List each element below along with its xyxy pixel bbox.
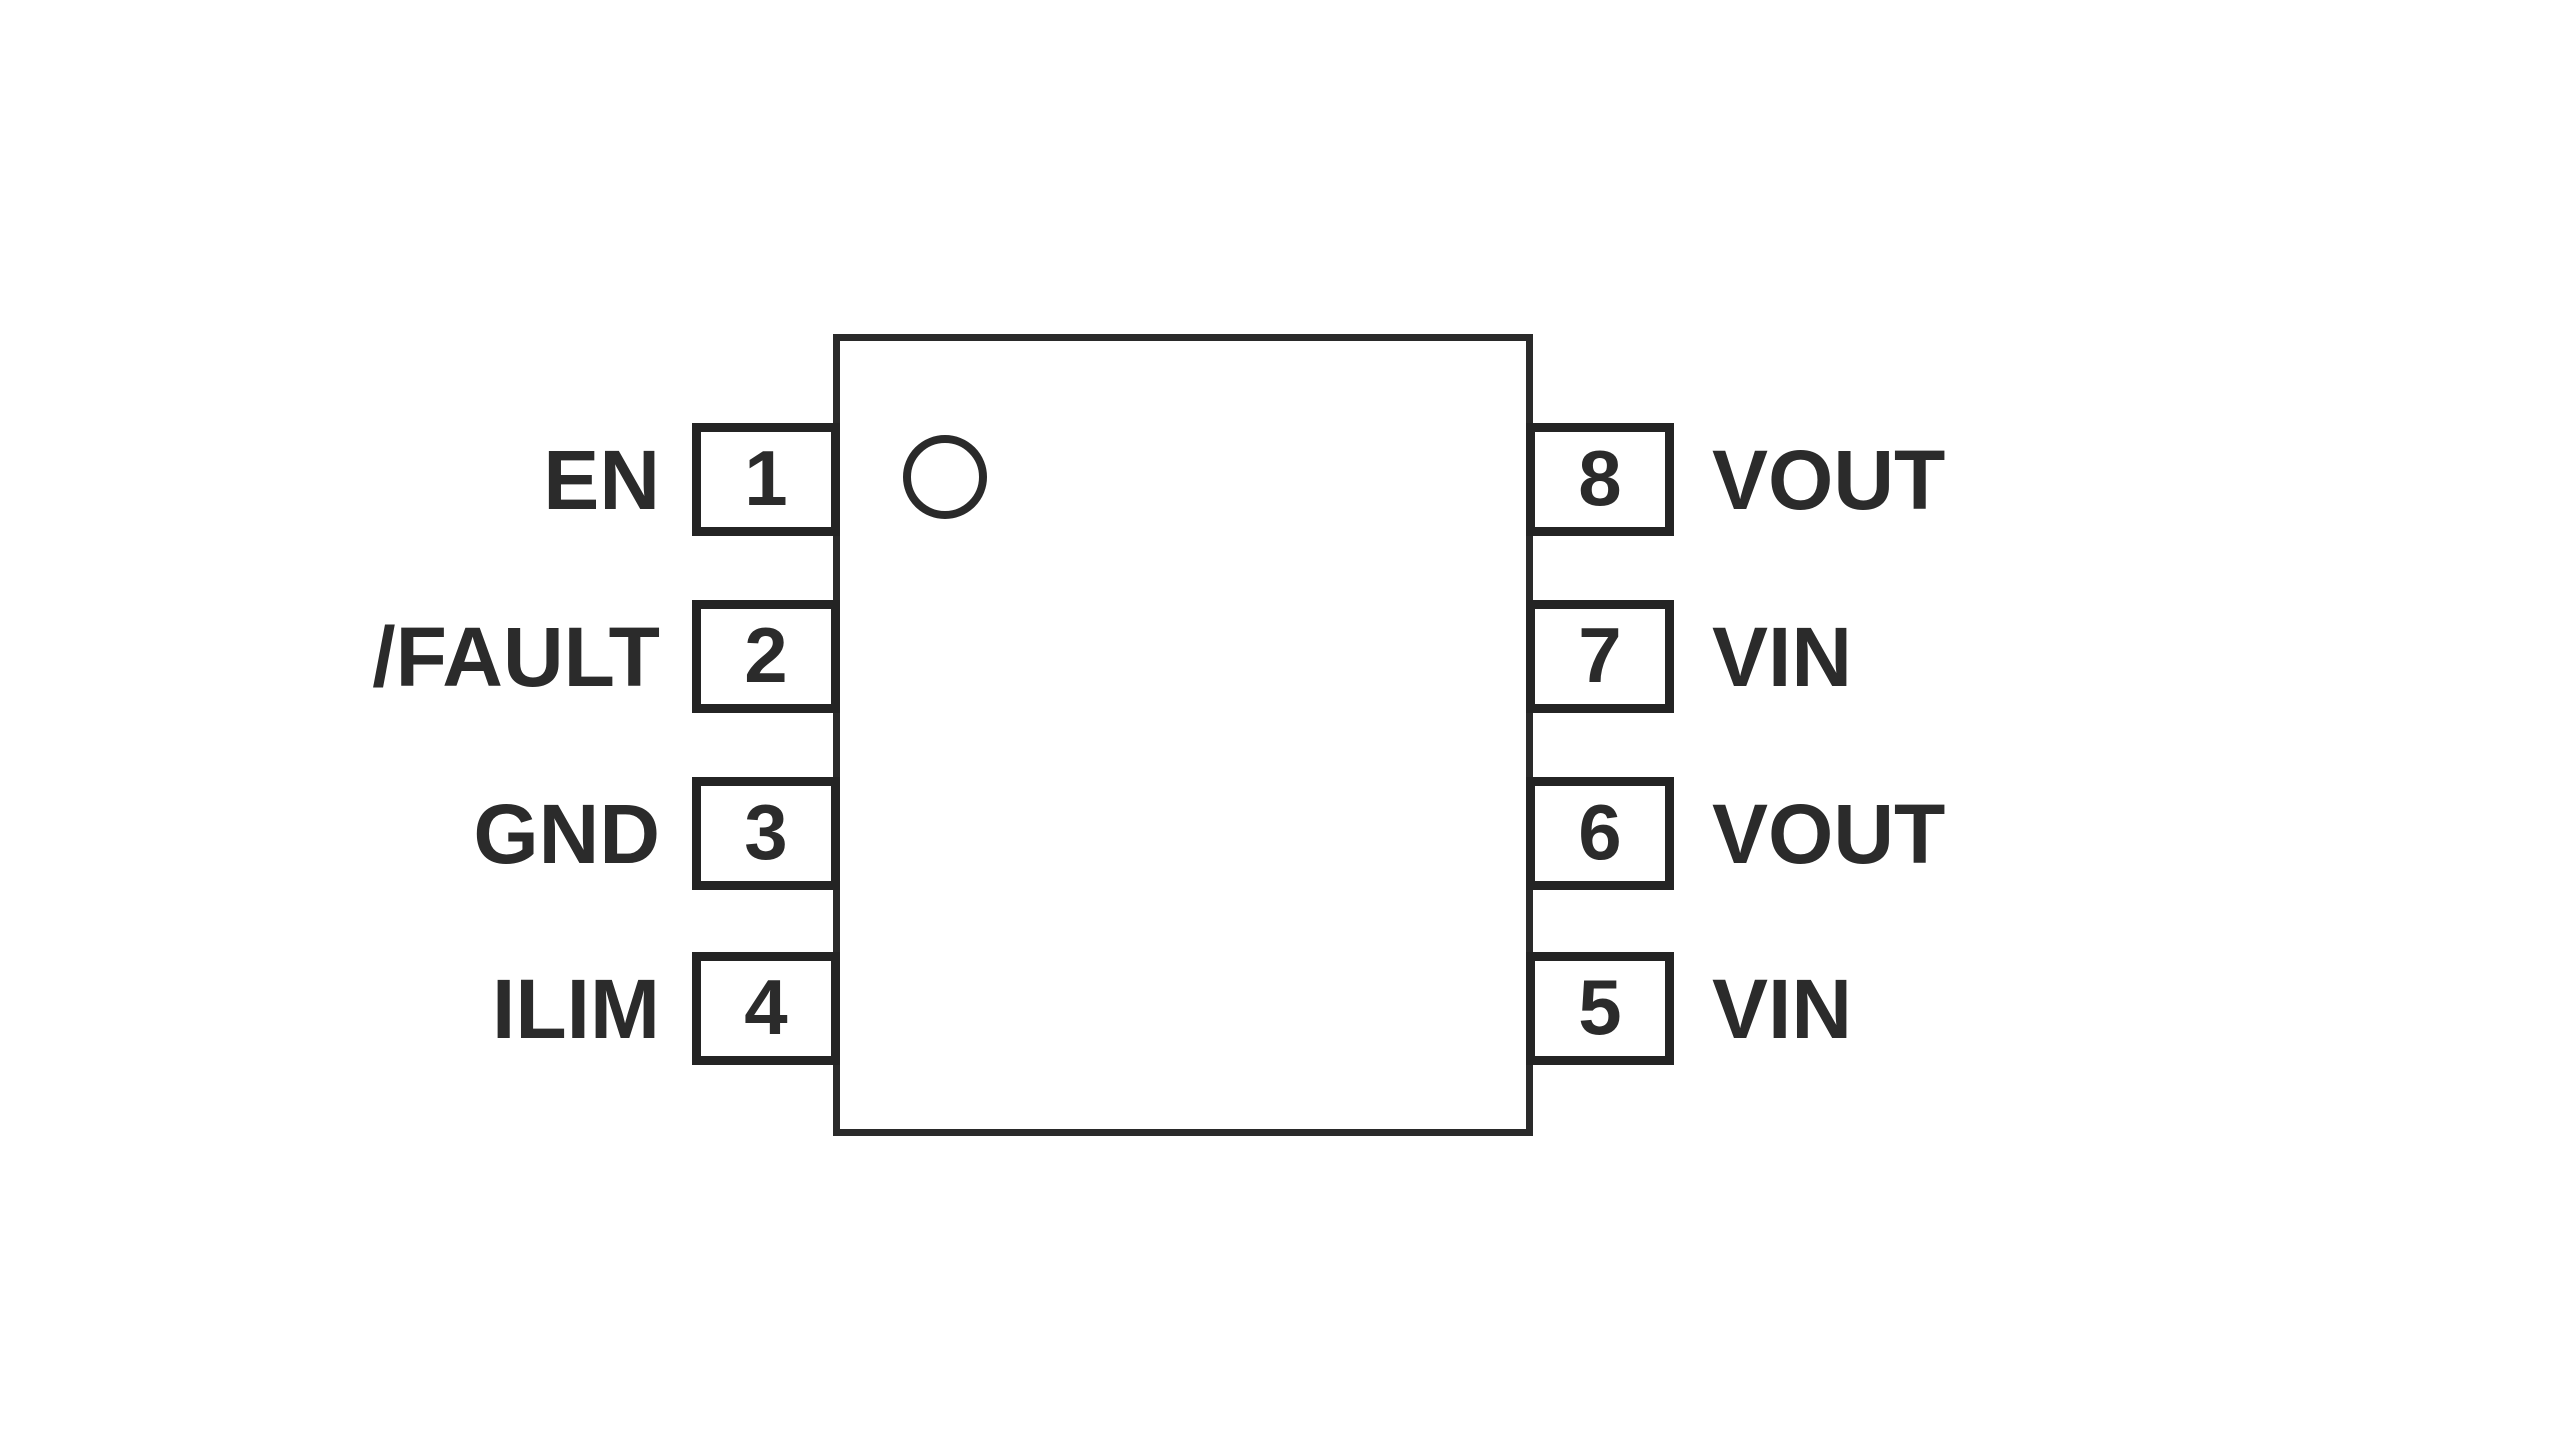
pin-label-text: VOUT	[1712, 786, 1946, 881]
pin-number: 6	[1578, 787, 1622, 876]
pin-label-gnd: GND	[40, 777, 660, 890]
pin-label-text: VIN	[1712, 609, 1853, 704]
pin-box-5: 5	[1526, 952, 1674, 1065]
pin-box-8: 8	[1526, 423, 1674, 536]
pin-label-fault: /FAULT	[40, 600, 660, 713]
pin-box-6: 6	[1526, 777, 1674, 890]
pin-box-7: 7	[1526, 600, 1674, 713]
pin-label-vin-7: VIN	[1712, 600, 2332, 713]
pin-number: 5	[1578, 962, 1622, 1051]
pin-label-text: ILIM	[492, 961, 660, 1056]
pin-number: 3	[744, 787, 788, 876]
pin-label-vin-5: VIN	[1712, 952, 2332, 1065]
pin-label-en: EN	[40, 423, 660, 536]
pin1-indicator-icon	[903, 435, 987, 519]
pin-number: 8	[1578, 433, 1622, 522]
pin-box-3: 3	[692, 777, 840, 890]
pin-box-4: 4	[692, 952, 840, 1065]
pin-number: 1	[744, 433, 788, 522]
pin-box-2: 2	[692, 600, 840, 713]
pin-label-text: EN	[543, 432, 660, 527]
pin-label-text: GND	[473, 786, 660, 881]
pin-number: 2	[744, 610, 788, 699]
pin-number: 7	[1578, 610, 1622, 699]
pin-label-text: VIN	[1712, 961, 1853, 1056]
pin-label-text: /FAULT	[372, 609, 660, 704]
pin-label-vout-8: VOUT	[1712, 423, 2332, 536]
pin-label-text: VOUT	[1712, 432, 1946, 527]
pin-label-vout-6: VOUT	[1712, 777, 2332, 890]
pin-number: 4	[744, 962, 788, 1051]
pin-box-1: 1	[692, 423, 840, 536]
pin-label-ilim: ILIM	[40, 952, 660, 1065]
